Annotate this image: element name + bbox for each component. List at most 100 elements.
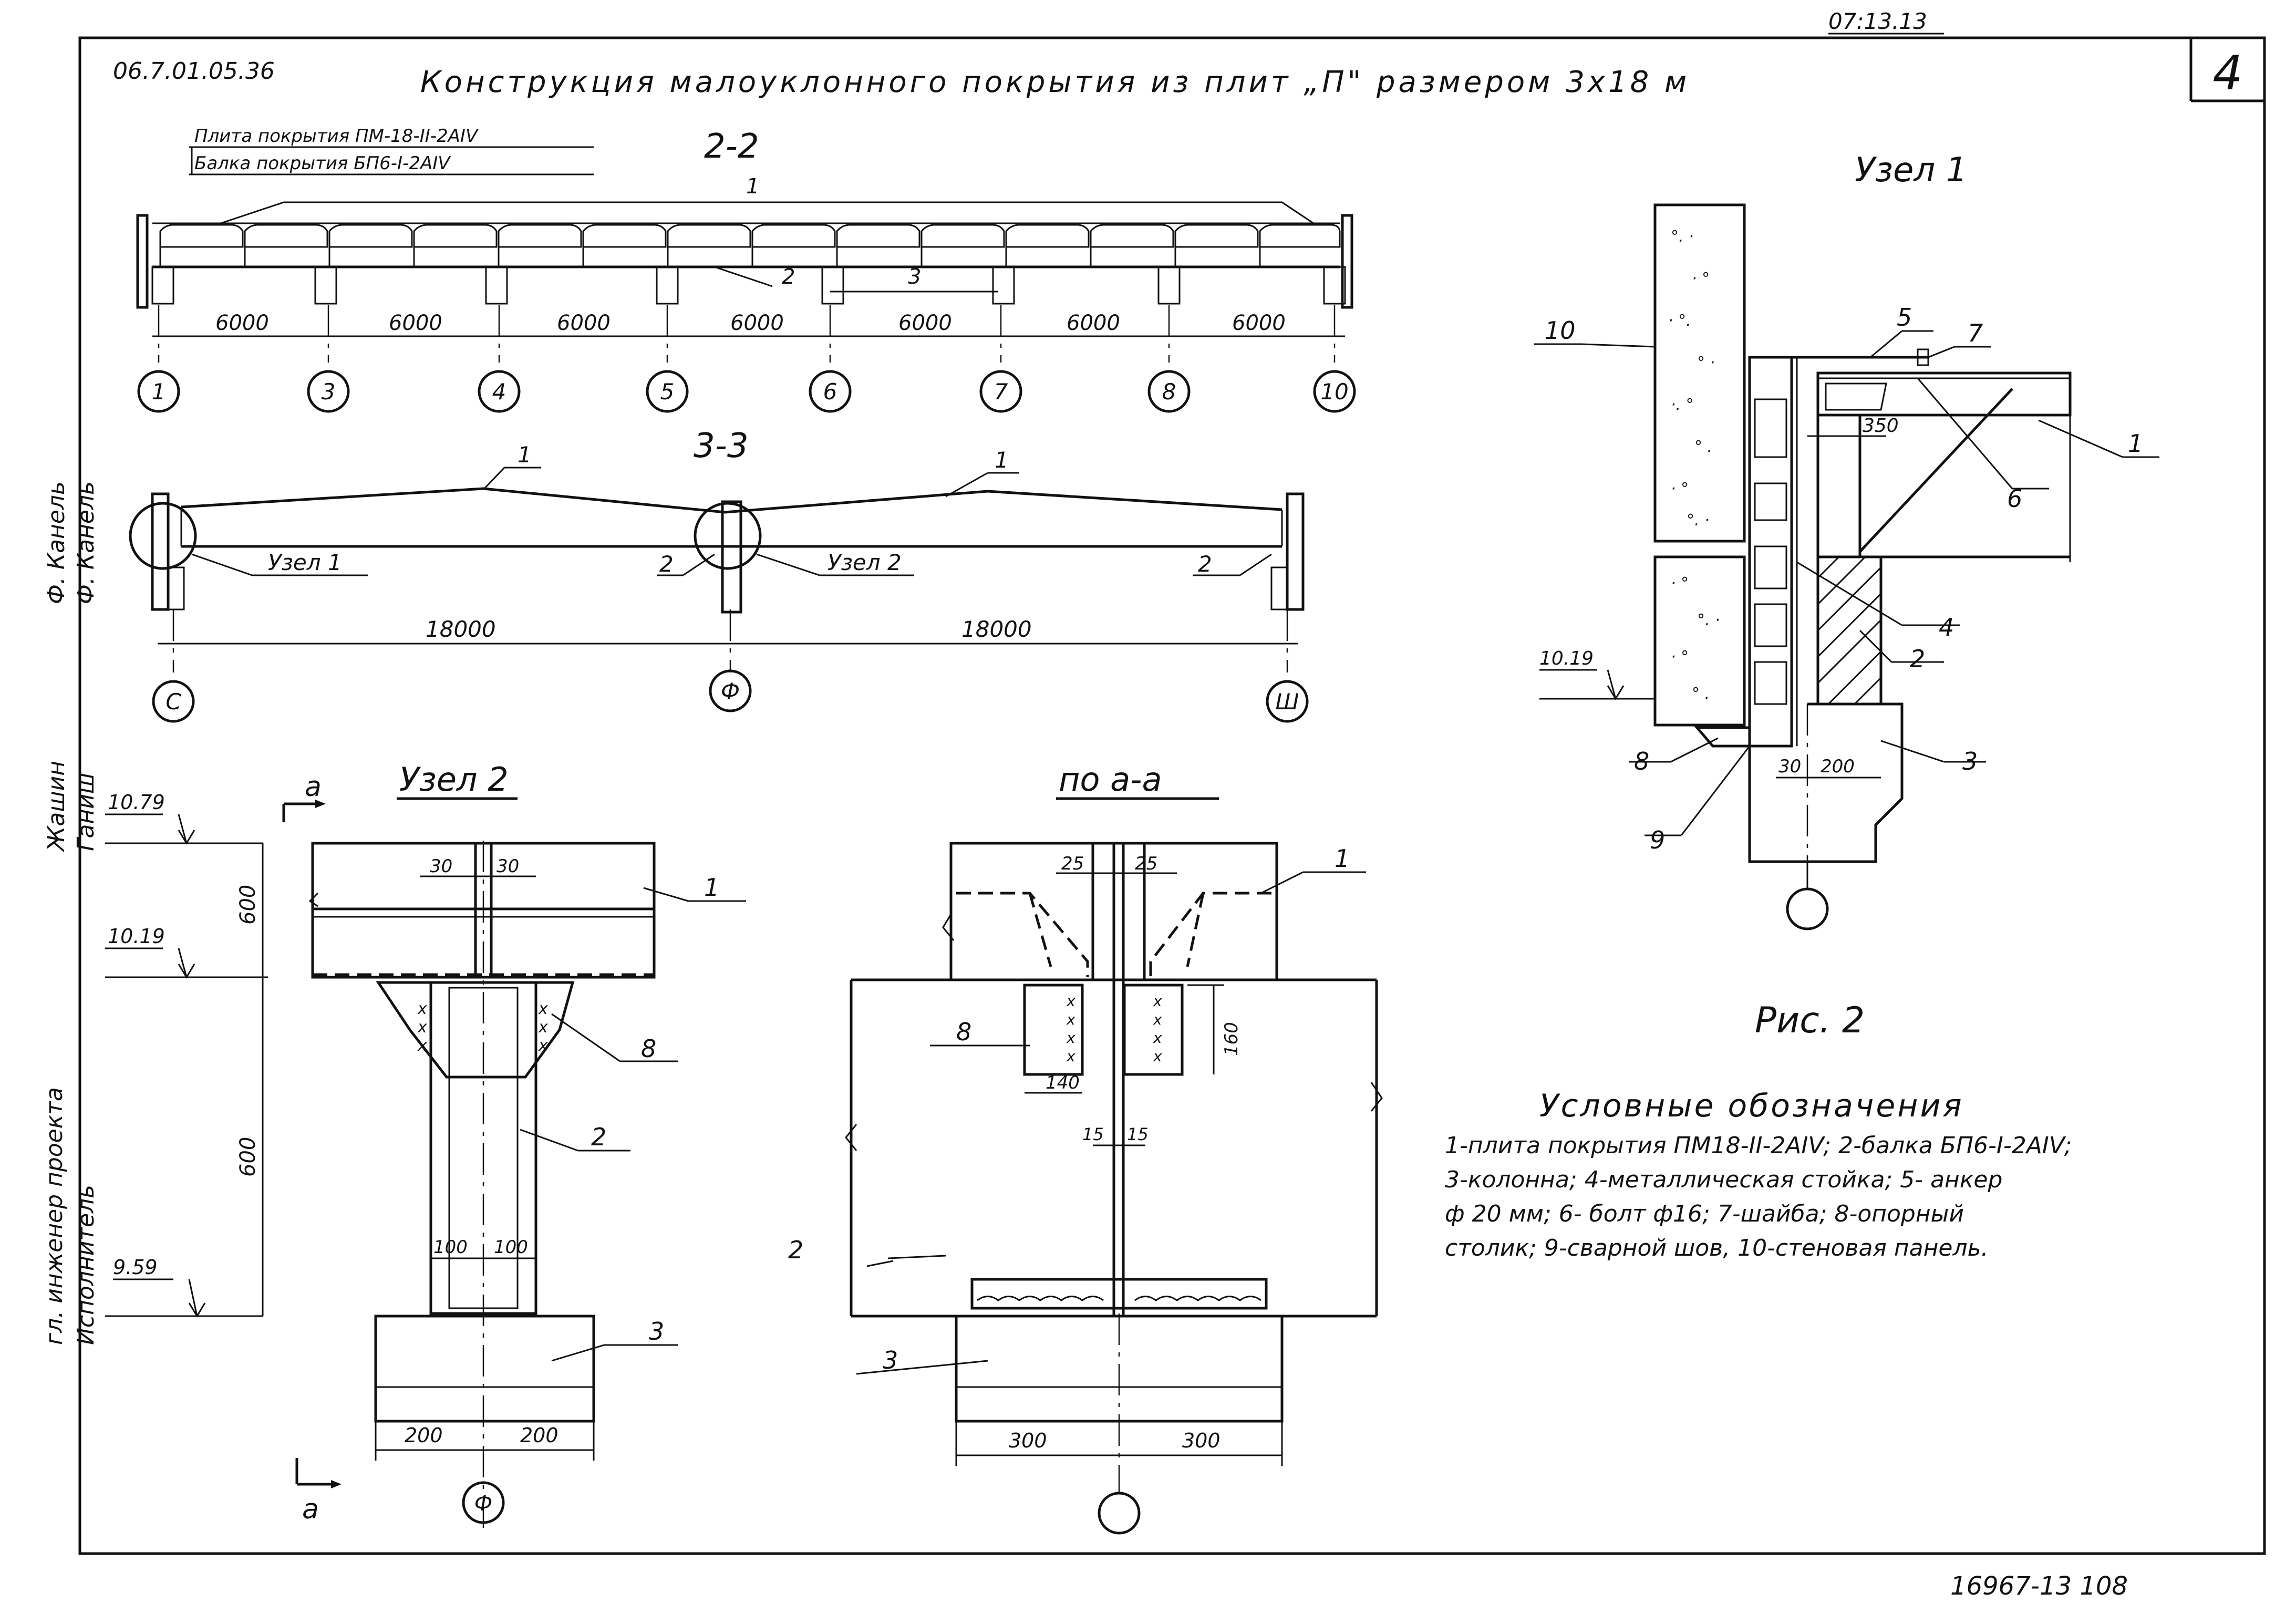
node-1-dim-350: 350 xyxy=(1863,415,1899,437)
node-1-callout-8-leader xyxy=(1670,737,1719,763)
aa-gap-15-right: 15 xyxy=(1127,1124,1149,1144)
svg-text:x: x xyxy=(1066,1048,1075,1065)
dim-22-1: 6000 xyxy=(389,311,442,335)
axis-22-1: 1 xyxy=(152,379,166,405)
aa-dashed-rib-right xyxy=(1149,892,1271,977)
node-1-detail: Узел 1 °. · · ° · °. ° · ·. ° ° . · ° °.… xyxy=(1534,151,2159,930)
aa-base-300-right: 300 xyxy=(1182,1429,1221,1452)
section-3-3-node-2-label: Узел 2 xyxy=(828,550,902,575)
node-1-callout-7-leader xyxy=(1928,346,1955,358)
dim-22-6: 6000 xyxy=(1232,311,1286,335)
svg-text:x: x xyxy=(1066,1029,1075,1047)
svg-text:x: x xyxy=(1153,1029,1162,1047)
node-1-callout-3-leader xyxy=(1880,740,1945,763)
node-2-gap-30-right: 30 xyxy=(497,856,519,877)
margin-engineer-1: Жашин xyxy=(43,761,70,853)
node-2-web-100-right: 100 xyxy=(494,1237,528,1258)
slab-panels xyxy=(159,224,1341,267)
node-2-column xyxy=(374,1315,595,1423)
section-2-2-note-beam: Балка покрытия БП6-I-2АIV xyxy=(194,153,451,174)
aa-callout-3: 3 xyxy=(883,1346,898,1374)
node-2-base-200-left: 200 xyxy=(405,1424,443,1447)
axis-22-4: 4 xyxy=(492,379,506,405)
svg-text:x: x xyxy=(417,1018,427,1037)
node-1-callout-3: 3 xyxy=(1962,747,1978,775)
aa-callout-1-leader xyxy=(1260,871,1304,894)
legend-line-3: ф 20 мм; 6- болт ф16; 7-шайба; 8-опорный xyxy=(1445,1201,1964,1227)
margin-chief-2: Ф. Канель xyxy=(73,481,99,604)
section-2-2-note-plate: Плита покрытия ПМ-18-II-2АIV xyxy=(194,126,479,147)
axis-33-f: Ф xyxy=(721,678,740,704)
dim-22-2: 6000 xyxy=(557,311,611,335)
stamp-top-right: 07:13.13 xyxy=(1828,8,1927,34)
axis-22-3: 3 xyxy=(322,379,336,405)
node-2-detail: Узел 2 а а 10.79 10.19 9.59 600 600 xyxy=(105,760,746,1534)
svg-text:· °: · ° xyxy=(1692,270,1710,288)
node-1-callout-2: 2 xyxy=(1910,645,1925,673)
svg-text:x: x xyxy=(1153,1011,1162,1028)
axis-33-sh: Ш xyxy=(1276,689,1299,715)
node-2-dim-600-top: 600 xyxy=(236,885,260,925)
aa-support-left xyxy=(1023,984,1084,1076)
node-2-callout-8: 8 xyxy=(641,1034,656,1063)
section-3-3-callout-1a: 1 xyxy=(518,442,532,468)
callout-33-1b-leader xyxy=(945,472,988,498)
callout-33-2a-leader xyxy=(682,553,715,576)
node-1-leader xyxy=(191,553,253,576)
node-1-title: Узел 1 xyxy=(1855,151,1967,190)
node-1-callout-6-leader xyxy=(1917,378,2013,489)
node-2-axis-bubble xyxy=(462,1481,505,1524)
node-2-callout-3: 3 xyxy=(649,1317,664,1346)
svg-text:· °: · ° xyxy=(1671,574,1689,593)
node-1-dim-200: 200 xyxy=(1821,756,1855,777)
legend-line-4: столик; 9-сварной шов, 10-стеновая панел… xyxy=(1445,1235,1989,1261)
svg-text:x: x xyxy=(538,1000,548,1018)
legend: Условные обозначения 1-плита покрытия ПМ… xyxy=(1445,1088,2072,1261)
svg-text:x: x xyxy=(417,1000,427,1018)
svg-text:° .: ° . xyxy=(1694,438,1712,456)
aa-callout-8: 8 xyxy=(956,1018,971,1046)
section-2-2-callout-2: 2 xyxy=(782,265,795,289)
section-mark-top: а xyxy=(305,771,322,803)
node-1-axis-bubble xyxy=(1786,887,1829,930)
node-1-callout-4: 4 xyxy=(1939,613,1954,642)
dim-33-1: 18000 xyxy=(961,616,1032,642)
axis-22-5: 5 xyxy=(660,379,675,405)
node-1-wall-panel-upper xyxy=(1653,203,1746,543)
svg-text:°. ·: °. · xyxy=(1671,227,1694,246)
margin-engineer-2: Ганиш xyxy=(73,773,99,851)
node-1-column xyxy=(1748,702,1904,863)
node-2-bracket-outline xyxy=(376,981,575,1079)
aa-dashed-rib-left xyxy=(956,892,1089,977)
section-3-3-node-1-label: Узел 1 xyxy=(268,550,342,575)
bottom-archive-number: 16967-13 108 xyxy=(1950,1571,2128,1601)
dim-22-0: 6000 xyxy=(215,311,269,335)
node-1-callout-2-leader xyxy=(1859,629,1892,663)
roof-slope-upper xyxy=(181,487,1283,514)
right-end-post xyxy=(1341,214,1353,309)
node-1-callout-10: 10 xyxy=(1545,316,1576,345)
left-end-post xyxy=(136,214,149,309)
node-1-callout-8: 8 xyxy=(1634,747,1649,775)
bracket-c xyxy=(167,566,185,611)
axis-22-6: 6 xyxy=(823,379,837,405)
node-1-callout-1: 1 xyxy=(2128,429,2143,458)
node-2-circle xyxy=(694,502,762,570)
svg-text:°. ·: °. · xyxy=(1697,611,1720,629)
aa-dim-140: 140 xyxy=(1046,1072,1080,1093)
node-2-callout-2: 2 xyxy=(591,1123,606,1151)
node-1-callout-5-leader xyxy=(1870,330,1902,358)
axis-33-c: С xyxy=(166,689,181,715)
section-aa-detail: по а-а 25 25 x x x x x x x x xyxy=(788,760,1383,1535)
svg-text:x: x xyxy=(1066,1011,1075,1028)
svg-text:x: x xyxy=(538,1037,548,1055)
margin-role-2: Исполнитель xyxy=(73,1185,99,1345)
node-2-leader xyxy=(756,553,820,576)
svg-text:x: x xyxy=(1153,1048,1162,1065)
aa-dim-160: 160 xyxy=(1221,1022,1242,1056)
margin-chief-1: Ф. Канель xyxy=(43,481,70,604)
sheet-number: 4 xyxy=(2212,46,2242,101)
axis-22-10: 10 xyxy=(1320,379,1348,405)
section-2-2-columns xyxy=(151,266,1346,305)
